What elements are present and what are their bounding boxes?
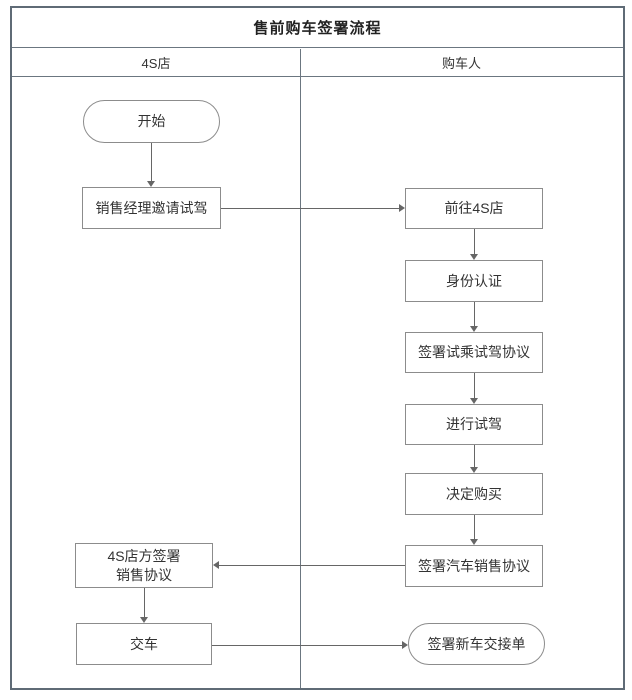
lane-divider (300, 49, 301, 688)
connector-identity-to-sign-test-drive (474, 302, 475, 326)
arrowhead-down-icon (470, 254, 478, 260)
diagram-title: 售前购车签署流程 (12, 8, 623, 48)
flow-node-sign-car-sales-agreement: 签署汽车销售协议 (405, 545, 543, 587)
connector-decide-to-sign-sales (474, 515, 475, 539)
arrowhead-down-icon (140, 617, 148, 623)
arrowhead-down-icon (470, 467, 478, 473)
arrowhead-down-icon (470, 326, 478, 332)
connector-invite-to-go-to-4s-store (221, 208, 399, 209)
flow-node-sales-manager-invites-test-drive: 销售经理邀请试驾 (82, 187, 221, 229)
flow-node-label-line1: 4S店方签署 (107, 547, 181, 564)
flow-node-go-to-4s-store: 前往4S店 (405, 188, 543, 229)
arrowhead-down-icon (470, 539, 478, 545)
flow-node-store-signs-sales-agreement: 4S店方签署 销售协议 (75, 543, 213, 588)
flow-node-conduct-test-drive: 进行试驾 (405, 404, 543, 445)
arrowhead-right-icon (399, 204, 405, 212)
connector-deliver-to-handover (212, 645, 402, 646)
flow-node-label-line2: 销售协议 (116, 566, 172, 583)
connector-test-drive-to-decide (474, 445, 475, 467)
flow-node-deliver-car: 交车 (76, 623, 212, 665)
flow-node-identity-verification: 身份认证 (405, 260, 543, 302)
flow-node-sign-test-drive-agreement: 签署试乘试驾协议 (405, 332, 543, 373)
arrowhead-down-icon (147, 181, 155, 187)
connector-go-to-4s-store-to-identity (474, 229, 475, 254)
connector-store-sign-to-deliver (144, 588, 145, 617)
lane-header-row: 4S店 购车人 (12, 48, 623, 77)
connector-sign-test-drive-to-test-drive (474, 373, 475, 398)
connector-sign-sales-to-store-sign (219, 565, 405, 566)
lane-header-4s-store: 4S店 (141, 55, 171, 71)
connector-start-to-invite (151, 143, 152, 181)
flow-node-decide-to-purchase: 决定购买 (405, 473, 543, 515)
lane-header-car-buyer: 购车人 (441, 55, 481, 71)
flow-node-start: 开始 (83, 100, 220, 143)
arrowhead-right-icon (402, 641, 408, 649)
arrowhead-down-icon (470, 398, 478, 404)
arrowhead-left-icon (213, 561, 219, 569)
flow-node-sign-new-car-handover-form: 签署新车交接单 (408, 623, 545, 665)
